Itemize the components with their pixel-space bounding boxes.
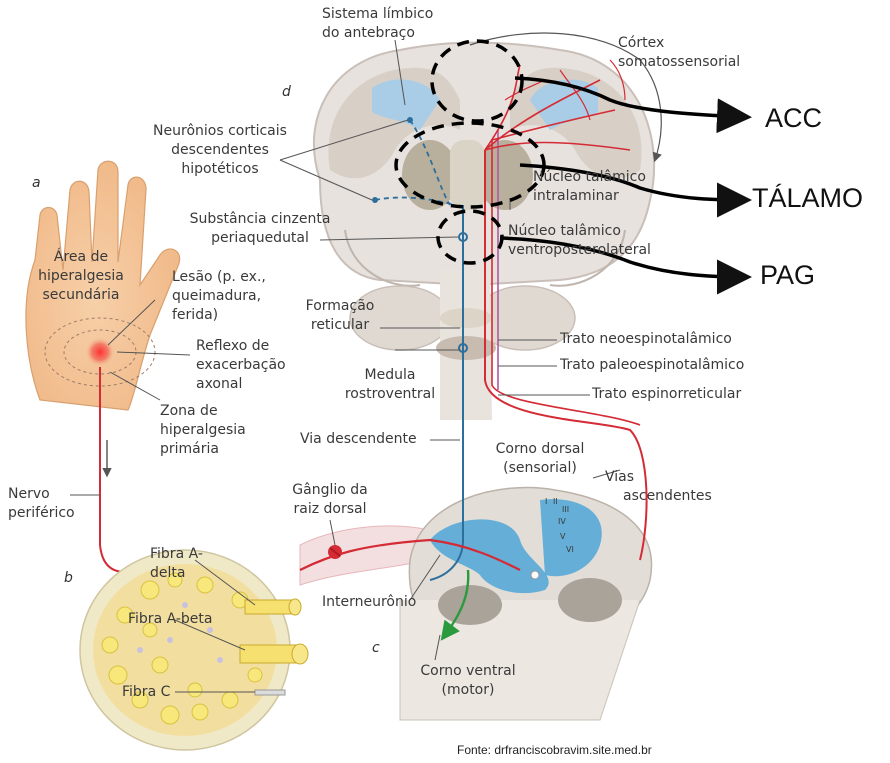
label-paleospinothalamic-tract: Trato paleoespinotalâmico bbox=[560, 356, 744, 375]
panel-label-d: d bbox=[282, 84, 291, 100]
panel-label-b: b bbox=[64, 570, 73, 586]
lamina-1: I bbox=[545, 497, 547, 506]
label-ventral-horn: Corno ventral(motor) bbox=[418, 662, 518, 700]
callout-acc: ACC bbox=[765, 103, 822, 134]
nerve-cross-section bbox=[80, 526, 430, 750]
panel-label-c: c bbox=[372, 640, 380, 656]
label-descending-pathway: Via descendente bbox=[300, 430, 417, 449]
lamina-5: V bbox=[560, 532, 565, 541]
lamina-4: IV bbox=[558, 517, 566, 526]
label-a-beta-fiber: Fibra A-beta bbox=[128, 610, 213, 629]
callout-pag: PAG bbox=[760, 260, 815, 291]
label-c-fiber: Fibra C bbox=[122, 683, 170, 702]
label-interneuron: Interneurônio bbox=[322, 593, 416, 612]
lamina-6: VI bbox=[566, 545, 574, 554]
lamina-2: II bbox=[553, 497, 558, 506]
panel-label-a: a bbox=[32, 175, 41, 191]
callout-thalamus: TÁLAMO bbox=[752, 183, 863, 214]
label-a-delta-fiber: Fibra A-delta bbox=[150, 545, 203, 583]
label-lesion: Lesão (p. ex.,queimadura,ferida) bbox=[172, 268, 266, 325]
label-neospinothalamic-tract: Trato neoespinotalâmico bbox=[560, 330, 732, 349]
source-credit: Fonte: drfranciscobravim.site.med.br bbox=[457, 743, 652, 757]
label-dorsal-horn: Corno dorsal(sensorial) bbox=[490, 440, 590, 478]
label-spinoreticular-tract: Trato espinorreticular bbox=[592, 385, 741, 404]
lamina-3: III bbox=[562, 505, 569, 514]
